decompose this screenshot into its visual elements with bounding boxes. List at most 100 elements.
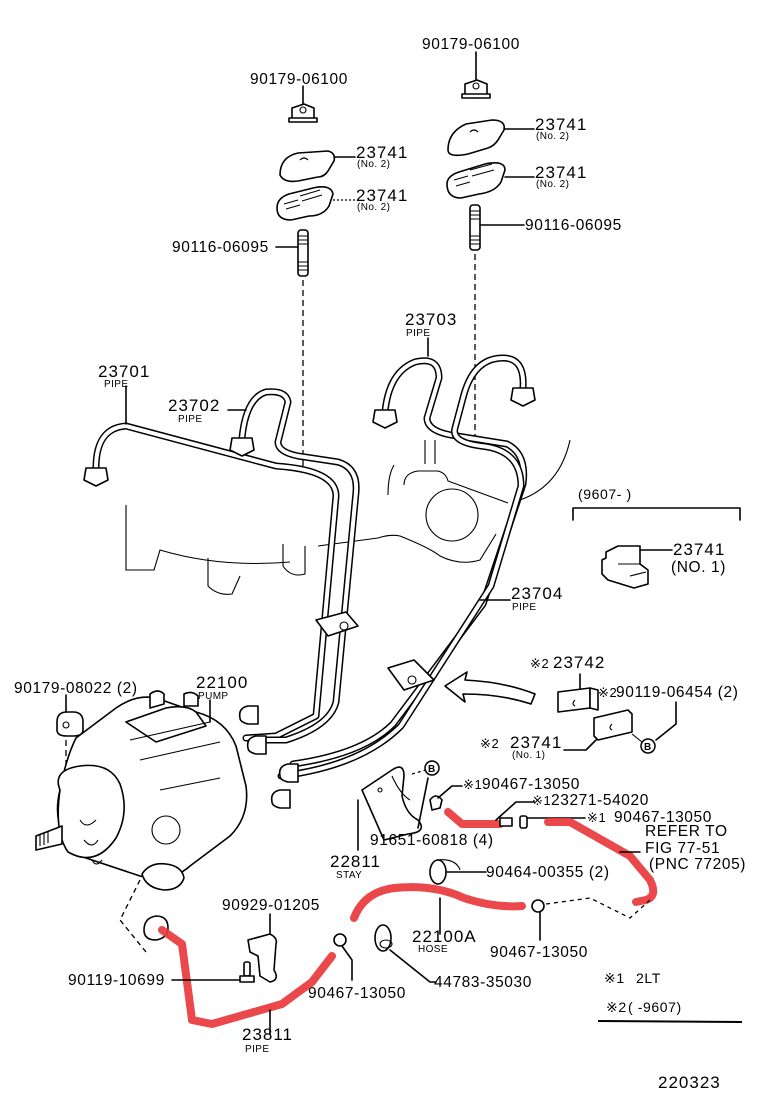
- bolt-10699[interactable]: [239, 961, 255, 983]
- pipe-23703[interactable]: [289, 357, 528, 768]
- label-variant-range: (9607- ): [578, 486, 632, 502]
- pipe-23701[interactable]: [92, 422, 340, 742]
- clamp-no2-upper-right-bottom[interactable]: [446, 162, 506, 199]
- pipe-nuts: [83, 387, 536, 809]
- legend-mark-2: ※2: [606, 999, 627, 1015]
- label-clamp-upper-left-1: 23741: [356, 143, 408, 162]
- prefix-bolt-06454: ※2: [598, 685, 617, 700]
- hose-23271-highlight[interactable]: [444, 808, 504, 828]
- note-pipe-1: PIPE: [104, 379, 128, 390]
- label-clamp-35030: 44783-35030: [434, 974, 532, 991]
- label-bracket: 90929-01205: [222, 897, 320, 914]
- label-clamp-upper-right-2: 23741: [535, 163, 587, 182]
- note-pipe-23811: PIPE: [245, 1044, 269, 1055]
- legend-divider: [597, 1020, 743, 1023]
- note-clamp-upper-left-2: (No. 2): [357, 202, 390, 213]
- refer-line-3: (PNC 77205): [649, 856, 746, 873]
- label-clip-4: 90467-13050: [308, 985, 406, 1002]
- bracket-01205[interactable]: [247, 933, 278, 983]
- label-clamp-upper-right-1: 23741: [535, 115, 587, 134]
- refer-line-1: REFER TO: [645, 823, 728, 840]
- marker-b-right: [640, 738, 656, 754]
- label-pipe-3: 23703: [405, 310, 457, 329]
- marker-b-left-text: B: [428, 764, 436, 775]
- clip-3[interactable]: [531, 899, 545, 913]
- return-hose-highlight[interactable]: [544, 818, 658, 906]
- stay-bracket[interactable]: [361, 766, 423, 841]
- clamp-23742[interactable]: [557, 687, 599, 713]
- label-bolt-60818: 91651-60818 (4): [370, 832, 494, 849]
- label-pipe-4: 23704: [511, 584, 563, 603]
- stud-left[interactable]: [297, 229, 309, 277]
- prefix-clamp-no1-alt: ※2: [480, 736, 499, 751]
- label-pipe-1: 23701: [98, 362, 150, 381]
- label-pipe-23811: 23811: [242, 1025, 293, 1044]
- pipe-23702[interactable]: [238, 388, 360, 744]
- note-pipe-2: PIPE: [178, 414, 202, 425]
- label-clip-3: 90467-13050: [490, 944, 588, 961]
- refer-line-2: FIG 77-51: [645, 840, 720, 857]
- clamp-no2-upper-right-top[interactable]: [447, 119, 506, 157]
- label-nut-top-left: 90179-06100: [250, 71, 348, 88]
- label-nut-top-right: 90179-06100: [422, 36, 520, 53]
- note-stay: STAY: [336, 870, 362, 881]
- label-hose-23271: 23271-54020: [551, 792, 649, 809]
- pipe-23704[interactable]: [277, 354, 527, 780]
- label-clamp-23742: 23742: [553, 653, 605, 672]
- note-clamp-no1: (NO. 1): [671, 559, 726, 576]
- label-clamp-no1: 23741: [673, 540, 725, 559]
- clip-2[interactable]: [519, 815, 528, 829]
- note-pipe-3: PIPE: [406, 328, 430, 339]
- prefix-clip-1: ※1: [463, 777, 482, 792]
- label-pump: 22100: [196, 673, 248, 692]
- engine-outline: [125, 439, 571, 595]
- hose-22100a-highlight[interactable]: [350, 883, 526, 922]
- pipe-23811-highlight[interactable]: [158, 926, 336, 1028]
- label-bolt-10699: 90119-10699: [68, 972, 165, 989]
- note-hose: HOSE: [418, 944, 448, 955]
- label-clamp-00355: 90464-00355 (2): [486, 864, 610, 881]
- prefix-clamp-23742: ※2: [530, 656, 549, 671]
- clamp-no1[interactable]: [601, 545, 649, 589]
- label-bolt-06454: 90119-06454 (2): [616, 684, 738, 701]
- clamp-35030[interactable]: [374, 924, 393, 952]
- variant-bracket: [572, 507, 741, 521]
- legend-text-2: ( -9607): [628, 999, 682, 1015]
- nut-pump[interactable]: [56, 711, 84, 737]
- note-clamp-upper-left-1: (No. 2): [357, 159, 390, 170]
- label-clamp-upper-left-2: 23741: [356, 186, 408, 205]
- figure-number: 220323: [658, 1073, 721, 1092]
- clamp-no1-alt[interactable]: [593, 709, 633, 741]
- stud-right[interactable]: [469, 204, 481, 251]
- pipe-bundle-clamp-right[interactable]: [387, 659, 435, 691]
- prefix-hose-23271: ※1: [532, 793, 551, 808]
- note-clamp-upper-right-2: (No. 2): [536, 179, 569, 190]
- label-hose: 22100A: [412, 927, 477, 946]
- label-stay: 22811: [330, 852, 381, 871]
- label-stud-left: 90116-06095: [172, 239, 269, 256]
- pipe-bundle-clamp-left[interactable]: [315, 611, 359, 637]
- prefix-clip-2: ※1: [587, 810, 606, 825]
- note-pipe-4: PIPE: [512, 602, 536, 613]
- marker-b-left: [424, 760, 440, 776]
- note-pump: PUMP: [198, 691, 229, 702]
- legend-text-1: 2LT: [636, 970, 661, 986]
- clamp-no2-upper-left-top[interactable]: [279, 150, 336, 183]
- injection-pump[interactable]: [35, 690, 248, 891]
- label-stud-right: 90116-06095: [525, 217, 622, 234]
- clip-4[interactable]: [333, 933, 347, 947]
- legend-mark-1: ※1: [604, 970, 625, 986]
- nut-top-right[interactable]: [461, 79, 491, 99]
- label-clamp-no1-alt: 23741: [510, 733, 562, 752]
- direction-arrow: [444, 671, 536, 705]
- nut-top-left[interactable]: [288, 103, 318, 123]
- marker-b-right-text: B: [644, 742, 652, 753]
- clip-1[interactable]: [429, 795, 443, 811]
- label-clip-1: 90467-13050: [482, 776, 580, 793]
- hose-23271-fitting: [499, 817, 513, 827]
- label-pipe-2: 23702: [168, 396, 220, 415]
- note-clamp-upper-right-1: (No. 2): [536, 131, 569, 142]
- clamp-no2-upper-left-bottom[interactable]: [276, 186, 334, 221]
- clamp-00355[interactable]: [429, 859, 461, 885]
